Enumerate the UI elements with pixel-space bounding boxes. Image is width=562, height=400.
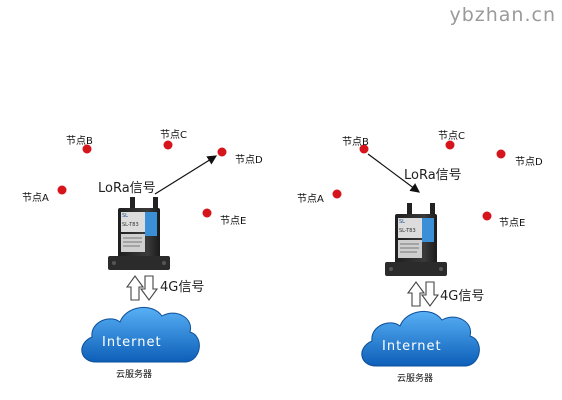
node-b-dot — [359, 144, 369, 154]
lora-signal-label: LoRa信号 — [98, 181, 156, 196]
node-d-label: 节点D — [515, 157, 543, 168]
panel-left — [57, 140, 227, 363]
cloud-label: Internet — [102, 335, 162, 350]
cellular-arrows — [406, 281, 440, 307]
lora-gateway-device — [108, 197, 170, 270]
device-model-label: SL-T83 — [122, 222, 139, 228]
node-e-label: 节点E — [499, 218, 526, 229]
internet-cloud — [81, 307, 200, 363]
lora-arrow — [367, 153, 420, 193]
device-brand-label: SL — [122, 213, 128, 219]
lora-gateway-device — [385, 203, 447, 276]
node-d-dot — [217, 147, 227, 157]
node-b-label: 节点B — [342, 137, 369, 148]
node-a-label: 节点A — [22, 193, 49, 204]
node-c-label: 节点C — [438, 131, 465, 142]
node-b-dot — [82, 144, 92, 154]
watermark: ybzhan.cn — [449, 4, 556, 26]
cellular-signal-label: 4G信号 — [440, 289, 485, 304]
panel-right — [332, 140, 506, 367]
node-a-dot — [332, 189, 342, 199]
device-model-label: SL-T83 — [399, 228, 416, 234]
cellular-signal-label: 4G信号 — [160, 280, 205, 295]
node-e-dot — [482, 211, 492, 221]
node-c-dot — [163, 140, 173, 150]
cloud-server-caption: 云服务器 — [397, 374, 434, 384]
internet-cloud — [361, 311, 480, 367]
node-c-label: 节点C — [160, 130, 187, 141]
node-d-label: 节点D — [235, 155, 263, 166]
device-brand-label: SL — [399, 219, 405, 225]
cloud-label: Internet — [382, 339, 442, 354]
node-e-dot — [202, 208, 212, 218]
node-a-label: 节点A — [297, 194, 324, 205]
node-c-dot — [445, 140, 455, 150]
node-e-label: 节点E — [220, 216, 247, 227]
node-d-dot — [496, 149, 506, 159]
node-a-dot — [57, 185, 67, 195]
lora-signal-label: LoRa信号 — [404, 168, 462, 183]
cellular-arrows — [125, 275, 159, 301]
node-b-label: 节点B — [66, 136, 93, 147]
lora-arrow — [154, 155, 218, 195]
cloud-server-caption: 云服务器 — [116, 370, 153, 380]
